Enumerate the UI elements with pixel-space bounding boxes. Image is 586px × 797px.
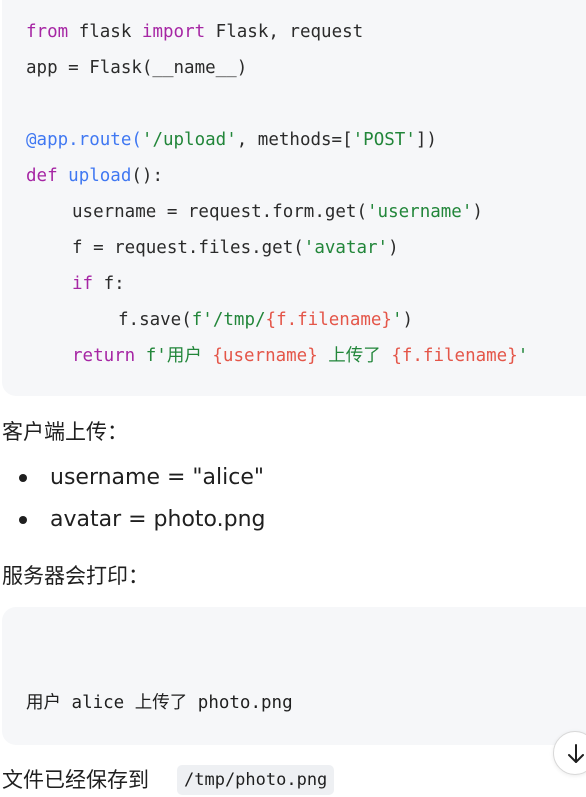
- code-token: if: [72, 274, 94, 294]
- code-token: upload: [68, 166, 132, 186]
- scroll-to-bottom-button[interactable]: [553, 731, 586, 775]
- code-token: , methods=[: [236, 130, 353, 150]
- code-token: ): [388, 238, 399, 258]
- code-token: 用户: [166, 346, 213, 366]
- code-token: def: [26, 166, 58, 186]
- code-token: 'username': [367, 202, 473, 222]
- code-token: f': [145, 346, 167, 366]
- code-line-1: from flask import Flask, request: [26, 20, 363, 44]
- code-token: ]): [415, 130, 437, 150]
- bullet-dot: [19, 516, 27, 524]
- code-token: 'POST': [352, 130, 416, 150]
- code-token: import: [141, 22, 206, 42]
- code-token: '/upload': [141, 130, 237, 150]
- list-item: avatar = photo.png: [50, 507, 266, 532]
- saved-text: 文件已经保存到: [2, 768, 149, 792]
- code-token: {f.filename}: [265, 310, 392, 330]
- code-block: [2, 0, 586, 396]
- code-token: {username}: [212, 346, 318, 366]
- code-token: [135, 346, 146, 366]
- code-token: @app.route(: [26, 130, 142, 150]
- code-token: {f.filename}: [391, 346, 518, 366]
- code-line-9: return f'用户 {username} 上传了 {f.filename}': [72, 344, 528, 368]
- code-token: ): [402, 310, 414, 330]
- code-token: app = Flask(__name__): [26, 58, 248, 78]
- server-output-heading: 服务器会打印：: [2, 564, 149, 588]
- code-token: flask: [68, 22, 142, 42]
- code-token: from: [26, 22, 69, 42]
- code-token: return: [72, 346, 136, 366]
- code-line-6: f = request.files.get('avatar'): [72, 236, 399, 260]
- code-token: ': [391, 310, 403, 330]
- list-item: username = "alice": [50, 465, 264, 490]
- code-token: f = request.files.get(: [72, 238, 304, 258]
- code-token: Flask, request: [205, 22, 364, 42]
- code-line-2: app = Flask(__name__): [26, 56, 247, 80]
- code-token: [58, 166, 69, 186]
- code-line-5: username = request.form.get('username'): [72, 200, 483, 224]
- output-code-block: [2, 607, 586, 745]
- bullet-dot: [19, 474, 27, 482]
- code-token: ():: [131, 166, 163, 186]
- saved-path-code: /tmp/photo.png: [177, 765, 335, 795]
- code-token: f'/tmp/: [191, 310, 266, 330]
- output-line: 用户 alice 上传了 photo.png: [26, 693, 293, 713]
- code-token: ): [472, 202, 483, 222]
- code-token: f.save(: [118, 310, 192, 330]
- code-token: 'avatar': [303, 238, 389, 258]
- code-line-4: def upload():: [26, 164, 163, 188]
- code-token: ': [517, 346, 529, 366]
- code-line-3: @app.route('/upload', methods=['POST']): [26, 128, 437, 152]
- code-line-8: f.save(f'/tmp/{f.filename}'): [118, 308, 413, 332]
- code-token: f:: [93, 274, 125, 294]
- code-line-7: if f:: [72, 272, 125, 296]
- code-token: username = request.form.get(: [72, 202, 368, 222]
- code-token: 上传了: [317, 346, 392, 366]
- arrow-down-icon: [568, 744, 584, 763]
- client-upload-heading: 客户端上传：: [2, 420, 128, 444]
